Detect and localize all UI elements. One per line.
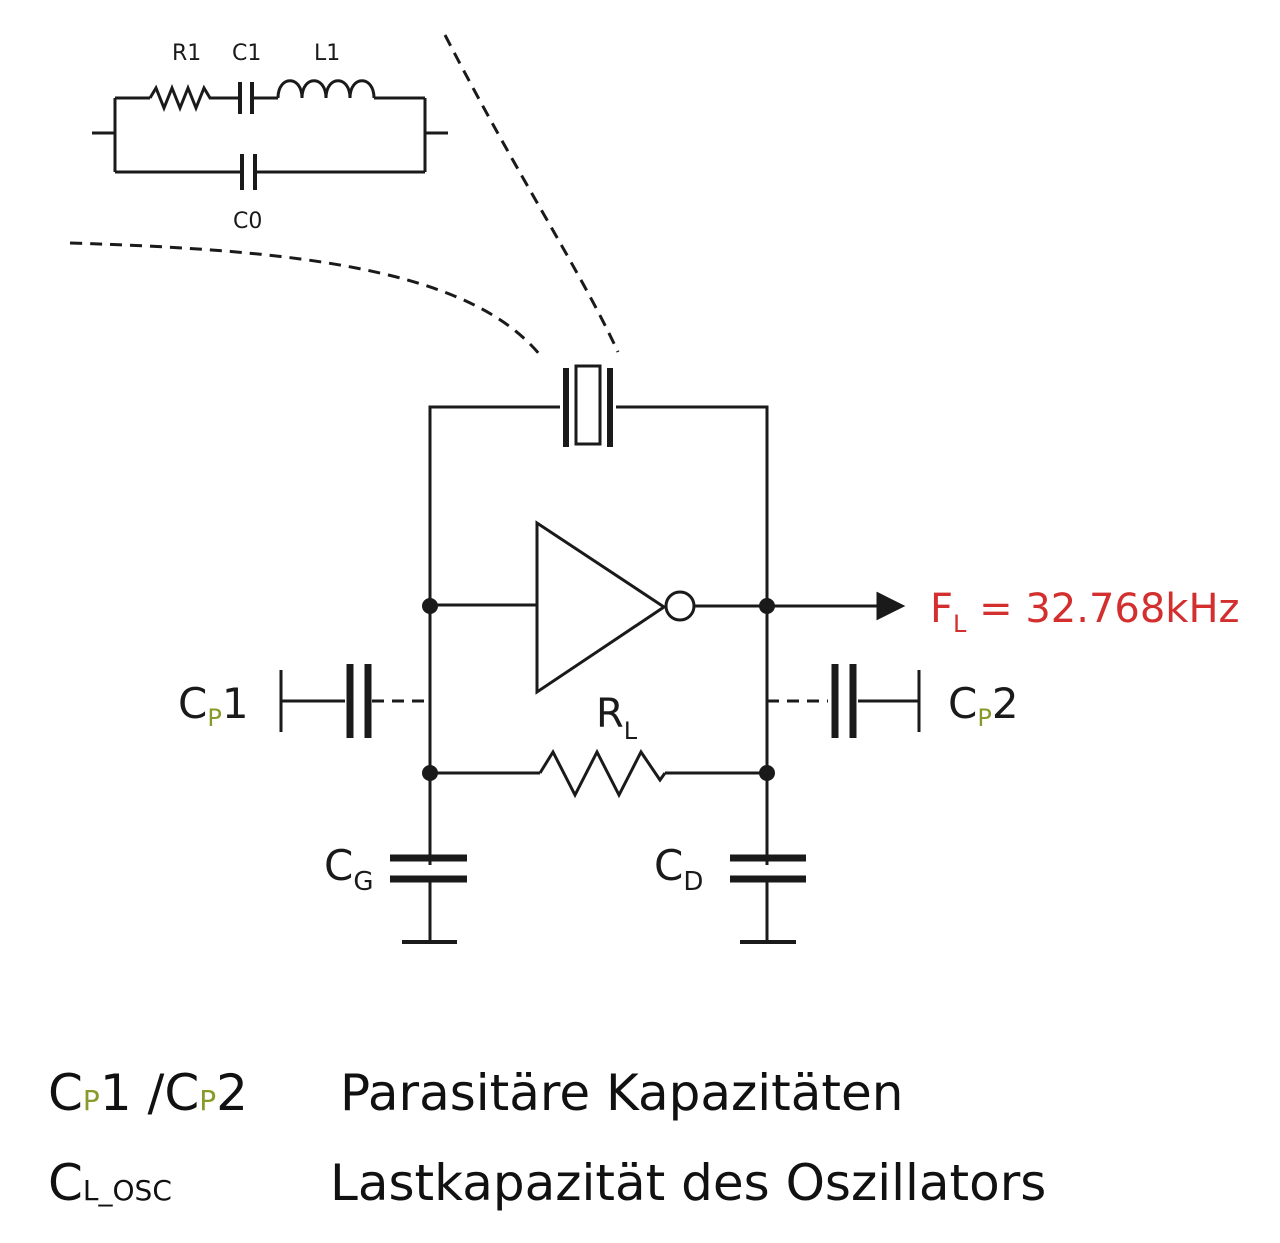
cd-label: CD <box>654 841 703 897</box>
cd-capacitor <box>730 854 806 944</box>
crystal-wire-left <box>428 405 560 605</box>
model-l1-inductor <box>276 79 376 99</box>
inverter-bubble <box>664 590 696 622</box>
cg-label: CG <box>324 841 373 897</box>
inverter-symbol <box>430 520 767 695</box>
output-frequency-label: FL = 32.768kHz <box>930 586 1240 638</box>
junction-right-bottom <box>759 765 775 781</box>
model-c0-capacitor <box>240 154 257 190</box>
crystal-symbol <box>428 364 769 605</box>
junction-dots <box>422 598 775 781</box>
crystal-body <box>574 364 602 446</box>
zoom-line-left <box>69 241 542 356</box>
model-left-terminal <box>92 98 117 172</box>
rl-zigzag <box>538 748 667 799</box>
model-l1-label: L1 <box>314 41 340 66</box>
crystal-wire-right <box>616 405 769 605</box>
zoom-line-right <box>443 34 620 353</box>
legend-desc-load: Lastkapazität des Oszillators <box>330 1154 1047 1212</box>
rl-resistor <box>430 748 767 799</box>
inverter-triangle <box>535 520 667 695</box>
model-c1-capacitor <box>238 82 254 114</box>
legend-row-parasitic: CP1 /CP2 Parasitäre Kapazitäten <box>48 1064 903 1122</box>
junction-left-bottom <box>422 765 438 781</box>
model-r1-label: R1 <box>172 41 201 66</box>
legend-row-load: CL_OSC Lastkapazität des Oszillators <box>48 1154 1046 1212</box>
output-arrowhead <box>876 591 906 621</box>
cp2-label: CP2 <box>948 679 1019 732</box>
model-r1-resistor <box>148 83 240 113</box>
cp2-capacitor <box>767 664 921 738</box>
legend-term-cp: CP1 /CP2 <box>48 1064 248 1122</box>
cp1-capacitor <box>279 664 430 738</box>
model-c0-label: C0 <box>233 209 262 234</box>
legend-term-cl-osc: CL_OSC <box>48 1154 172 1212</box>
model-c1-label: C1 <box>232 41 261 66</box>
cg-capacitor <box>390 854 467 944</box>
crystal-equivalent-model <box>92 79 448 190</box>
junction-right-top <box>759 598 775 614</box>
rl-label: RL <box>596 691 638 745</box>
model-right-terminal <box>423 98 448 172</box>
junction-left-top <box>422 598 438 614</box>
cp1-label: CP1 <box>178 679 249 732</box>
legend-desc-parasitic: Parasitäre Kapazitäten <box>340 1064 904 1122</box>
